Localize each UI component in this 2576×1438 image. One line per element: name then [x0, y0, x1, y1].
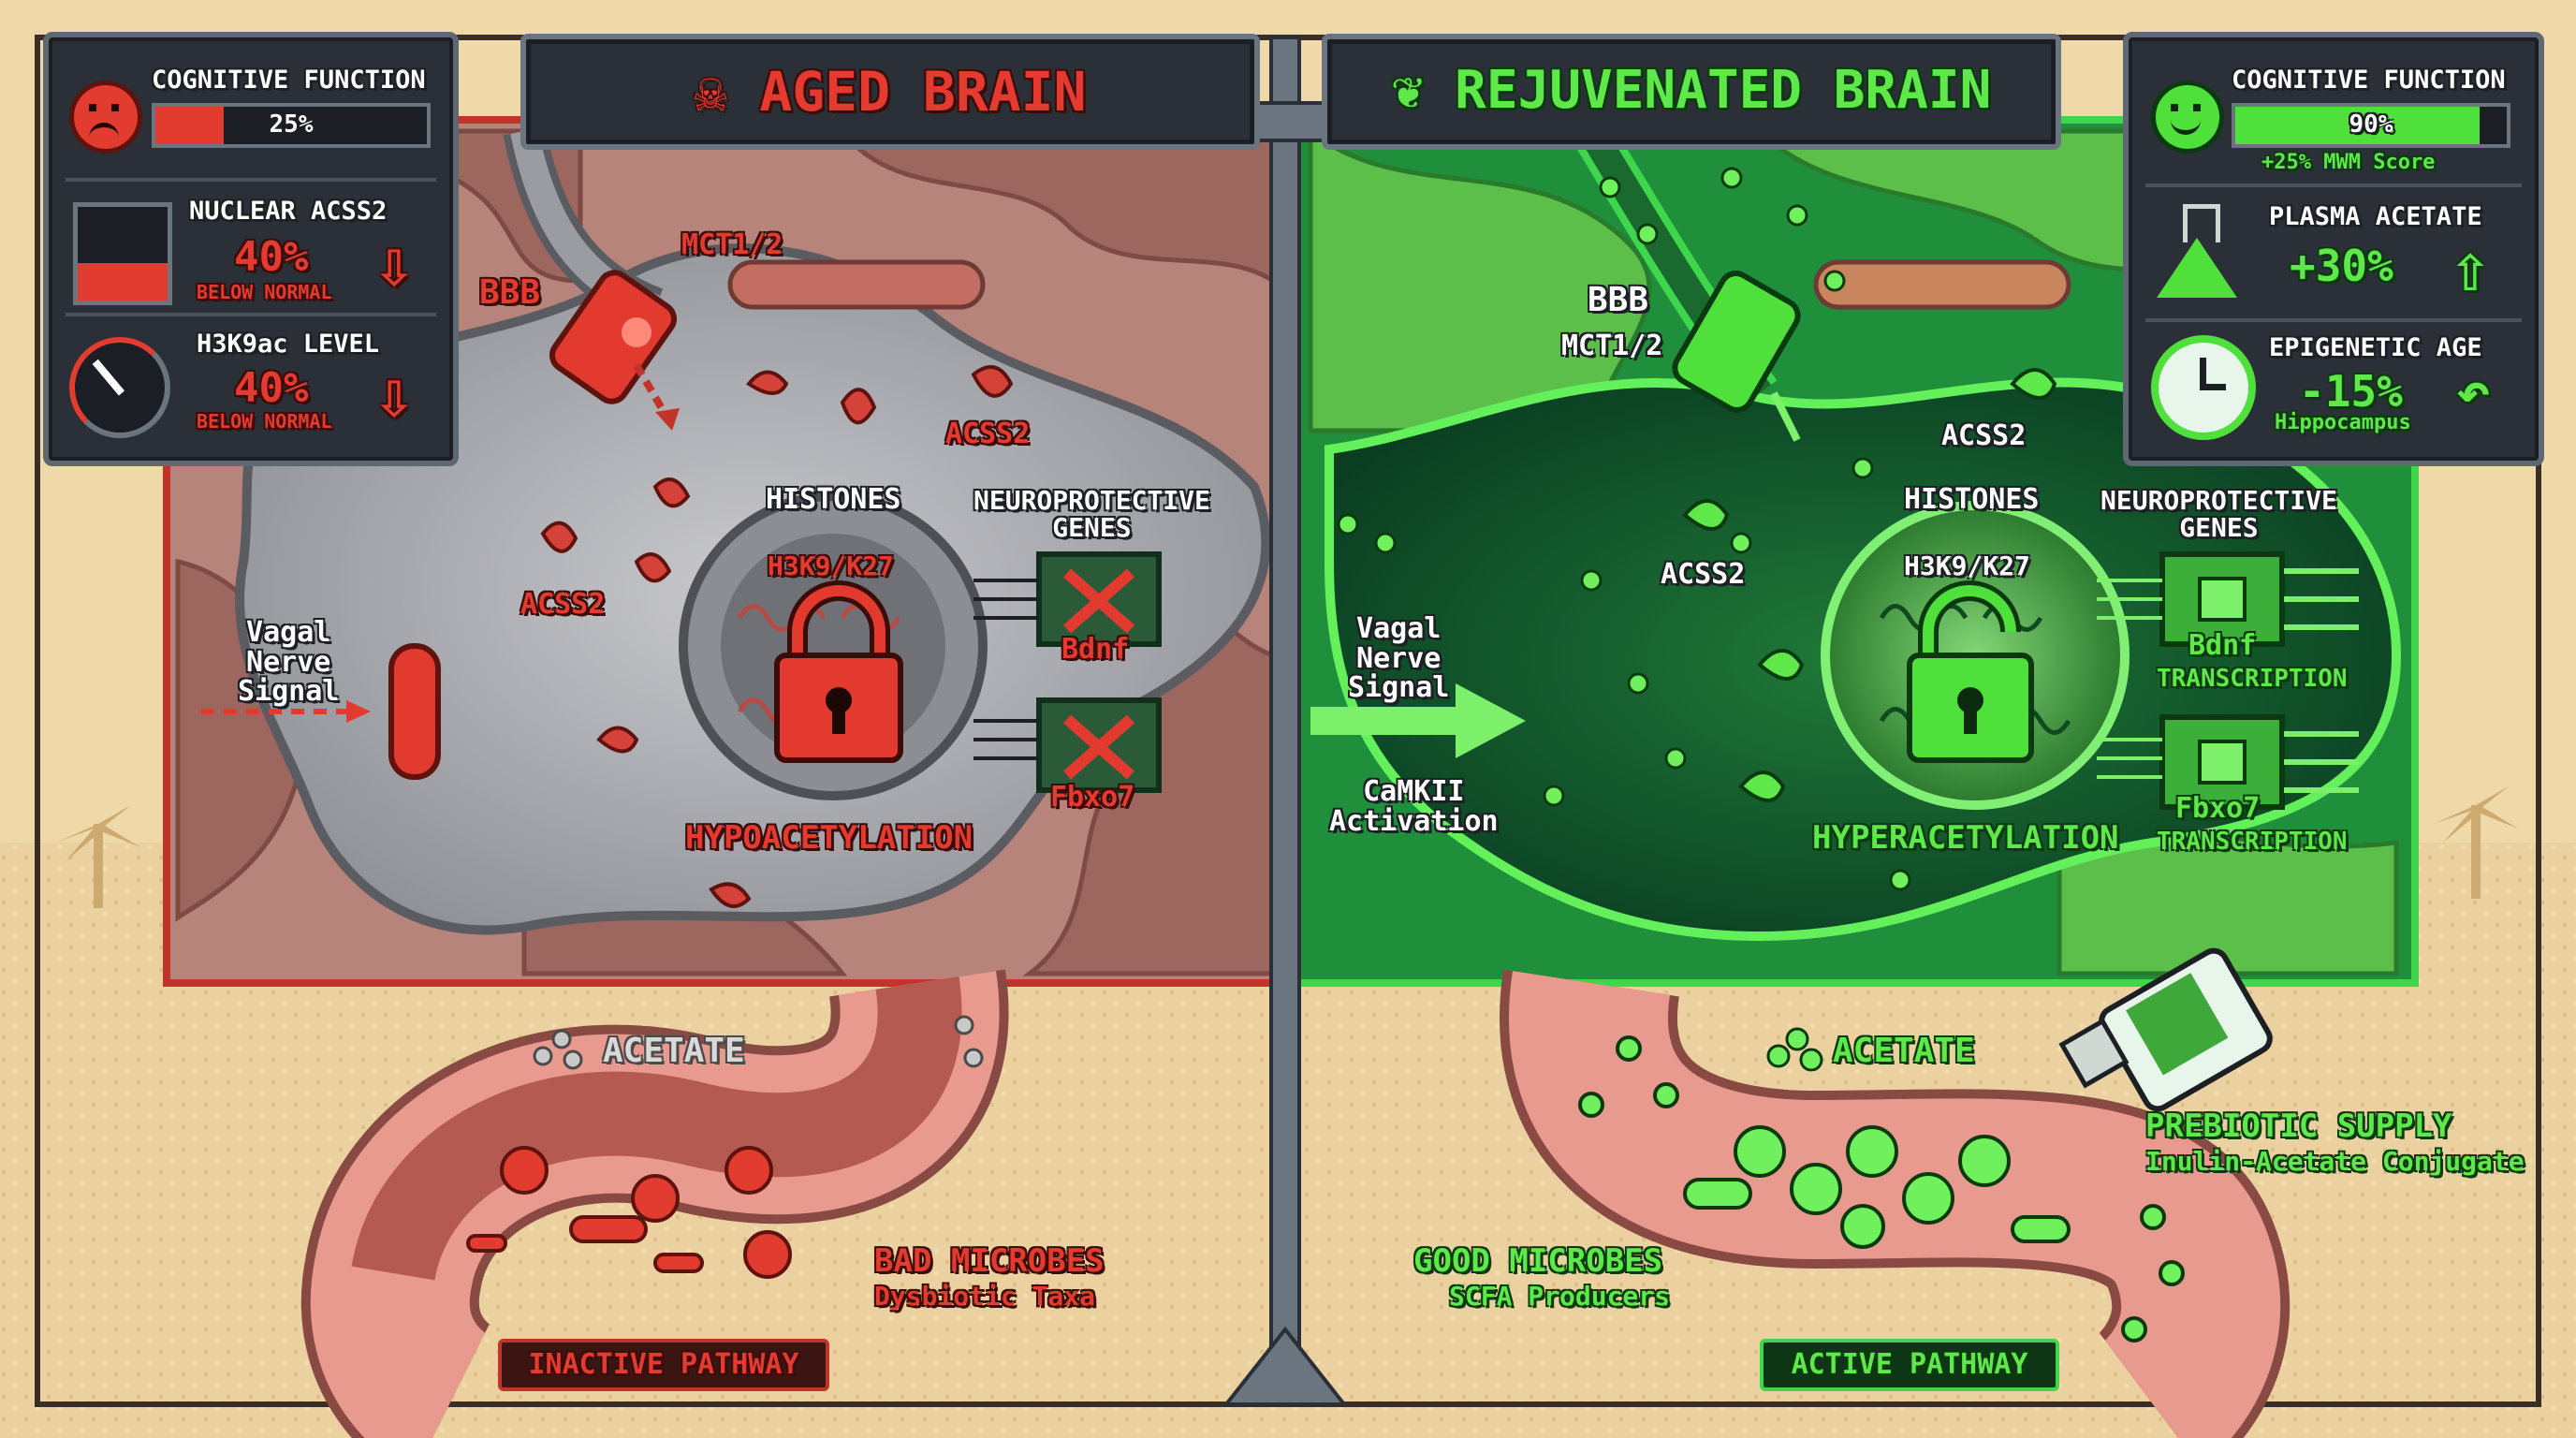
arrow-down-icon: ⇩	[374, 226, 415, 302]
active-pathway-badge: ACTIVE PATHWAY	[1760, 1339, 2059, 1391]
rejuvenated-title-plate: ❦ REJUVENATED BRAIN	[1322, 34, 2061, 150]
good-microbes-sub: SCFA Producers	[1449, 1281, 1671, 1312]
rejuv-h3k9-label-inner: H3K9/K27	[1904, 550, 2030, 581]
unlocked-padlock-icon	[1907, 580, 2034, 763]
aged-acss2-value: 40%	[234, 233, 309, 281]
aged-fbxo7-label: Fbxo7	[1050, 781, 1135, 814]
aged-cognitive-bar-fill	[155, 107, 224, 144]
rejuv-bdnf-label: Bdnf	[2188, 629, 2257, 662]
inactive-pathway-badge: INACTIVE PATHWAY	[498, 1339, 829, 1391]
active-pathway-label: ACTIVE PATHWAY	[1791, 1348, 2028, 1381]
bdnf-chip-active-icon	[2097, 551, 2359, 647]
rejuv-cognitive-label: COGNITIVE FUNCTION	[2232, 66, 2506, 95]
rejuv-camkii-label: CaMKII Activation	[1329, 775, 1499, 838]
aged-cognitive-value: 25%	[269, 110, 314, 139]
aged-h3k9-label-inner: H3K9/K27	[768, 550, 894, 581]
h3k9-gauge-icon	[69, 337, 170, 438]
locked-padlock-icon	[774, 580, 903, 763]
prebiotic-bottle-icon	[2058, 947, 2273, 1112]
rejuv-bdnf-tx-label: TRANSCRIPTION	[2157, 665, 2348, 693]
rejuv-acetate-value: +30%	[2290, 241, 2393, 291]
rejuv-acetate-label: PLASMA ACETATE	[2269, 202, 2482, 231]
rejuv-cognitive-value: 90%	[2349, 110, 2393, 139]
aged-title: AGED BRAIN	[759, 60, 1087, 124]
aged-h3k9-note: BELOW NORMAL	[197, 410, 332, 433]
arrow-up-icon: ⇧	[2451, 229, 2491, 306]
rejuv-fbxo7-tx-label: TRANSCRIPTION	[2157, 828, 2348, 856]
rejuvenated-stats-hud: COGNITIVE FUNCTION 90% +25% MWM Score PL…	[2123, 32, 2544, 466]
aged-h3k9-value: 40%	[234, 364, 309, 412]
aged-mct-label: MCT1/2	[681, 228, 783, 261]
rejuv-neuro-genes-label: NEUROPROTECTIVE GENES	[2100, 485, 2337, 544]
aged-acss2-label: NUCLEAR ACSS2	[189, 197, 388, 226]
rejuv-cognitive-bar-fill	[2235, 107, 2480, 144]
rejuv-cognitive-note: +25% MWM Score	[2261, 151, 2436, 174]
bdnf-chip-disabled-icon	[973, 551, 1162, 647]
aged-vagal-label: Vagal Nerve Signal	[238, 616, 340, 708]
aged-histones-label: HISTONES	[766, 483, 901, 516]
aged-stats-hud: COGNITIVE FUNCTION 25% NUCLEAR ACSS2 40%…	[43, 32, 459, 466]
aged-cognitive-bar: 25%	[152, 103, 431, 148]
bad-microbes-title: BAD MICROBES	[874, 1242, 1105, 1280]
rejuv-age-note: Hippocampus	[2275, 411, 2411, 434]
flask-icon	[2157, 204, 2237, 298]
rejuv-histones-label: HISTONES	[1904, 483, 2040, 516]
rejuv-bbb-label: BBB	[1588, 281, 1649, 319]
rejuv-mct-label: MCT1/2	[1561, 330, 1663, 362]
rejuv-cognitive-bar: 90%	[2232, 103, 2510, 148]
palm-tree-left-icon	[56, 805, 140, 908]
aged-bdnf-label: Bdnf	[1061, 633, 1130, 666]
aged-acss2-label-a: ACSS2	[945, 418, 1031, 450]
rejuv-vagal-label: Vagal Nerve Signal	[1348, 612, 1450, 704]
aged-acss2-label-b: ACSS2	[520, 588, 606, 621]
rejuv-age-label: EPIGENETIC AGE	[2269, 333, 2482, 362]
mct-transporter-aged-icon	[549, 270, 680, 431]
aged-title-plate: ☠ AGED BRAIN	[520, 34, 1260, 150]
rejuv-acetate-label: ACETATE	[1833, 1032, 1975, 1070]
arrow-down-icon-2: ⇩	[374, 357, 415, 433]
fbxo7-chip-disabled-icon	[973, 697, 1162, 793]
bad-microbe-icon	[466, 1146, 792, 1279]
nuclear-gauge-icon	[73, 202, 172, 305]
inactive-pathway-label: INACTIVE PATHWAY	[528, 1348, 799, 1381]
clock-icon	[2151, 335, 2256, 440]
happy-face-icon	[2151, 81, 2224, 154]
rejuv-fbxo7-label: Fbxo7	[2175, 792, 2261, 825]
aged-hypoacetylation-label: HYPOACETYLATION	[685, 819, 973, 857]
acetate-molecule-green-icon	[1766, 1027, 1823, 1072]
rejuv-acss2-label-b: ACSS2	[1661, 558, 1746, 591]
aged-acetate-label: ACETATE	[603, 1032, 745, 1070]
rejuvenated-title: REJUVENATED BRAIN	[1455, 60, 1992, 121]
good-microbes-title: GOOD MICROBES	[1413, 1242, 1663, 1280]
fbxo7-chip-active-icon	[2097, 714, 2359, 810]
rejuv-age-value: -15%	[2299, 366, 2403, 417]
leaf-icon: ❦	[1391, 60, 1424, 121]
palm-tree-right-icon	[2434, 786, 2518, 899]
rejuv-hyperacetylation-label: HYPERACETYLATION	[1812, 819, 2119, 857]
acetate-molecule-grey-icon	[533, 1015, 984, 1070]
sad-face-icon	[69, 81, 142, 154]
aged-acss2-note: BELOW NORMAL	[197, 281, 332, 303]
rejuv-acss2-label-a: ACSS2	[1941, 419, 2027, 452]
prebiotic-title: PREBIOTIC SUPPLY	[2145, 1108, 2452, 1145]
prebiotic-sub: Inulin-Acetate Conjugate	[2145, 1146, 2525, 1177]
mct-transporter-active-icon	[1672, 271, 1801, 442]
undo-arrow-icon: ↶	[2456, 360, 2491, 425]
bad-microbes-sub: Dysbiotic Taxa	[874, 1281, 1096, 1312]
aged-bbb-label: BBB	[479, 273, 541, 312]
good-microbe-icon	[1578, 1035, 2185, 1343]
skull-icon: ☠	[694, 60, 727, 124]
aged-neuro-genes-label: NEUROPROTECTIVE GENES	[973, 485, 1210, 544]
aged-cognitive-label: COGNITIVE FUNCTION	[152, 66, 426, 95]
aged-h3k9-label: H3K9ac LEVEL	[197, 330, 380, 359]
